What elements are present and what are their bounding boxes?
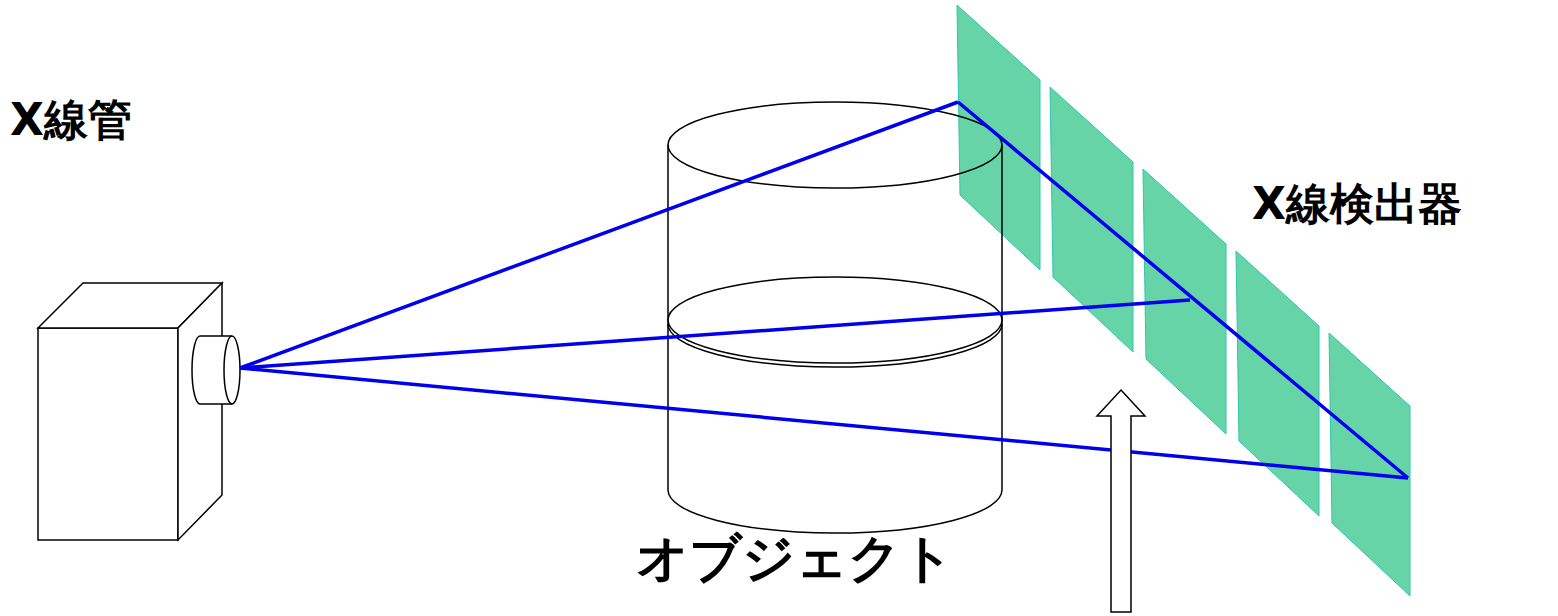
xray-beam <box>240 102 1408 478</box>
object-label: オブジェクト <box>636 530 954 587</box>
detector-label: X線検出器 <box>1252 180 1462 228</box>
motion-arrow <box>1097 390 1145 612</box>
tube-label: X線管 <box>10 96 132 144</box>
xray-tube <box>38 283 240 540</box>
